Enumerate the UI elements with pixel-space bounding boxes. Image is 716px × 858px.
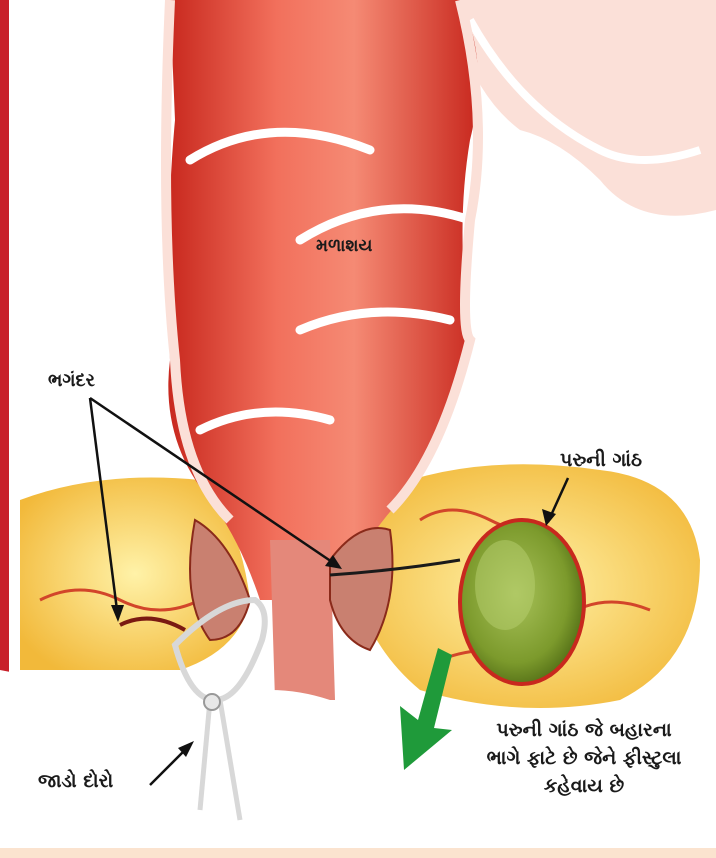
fistula-label: ભગંદર	[48, 370, 95, 391]
description-line-1: પરુની ગાંઠ જે બહારના	[452, 716, 716, 744]
bottom-bar	[0, 848, 716, 858]
seton-thread-label: જાડો દોરો	[38, 770, 113, 792]
seton-knot	[204, 694, 220, 710]
description-line-3: કહેવાય છે	[452, 772, 716, 800]
abscess-highlight	[475, 540, 535, 630]
abscess-label: પરુની ગાંઠ	[560, 449, 642, 471]
fistula-description: પરુની ગાંઠ જે બહારના ભાગે ફાટે છે જેને ફ…	[452, 716, 716, 800]
rectum-label: મળાશય	[316, 236, 372, 256]
description-line-2: ભાગે ફાટે છે જેને ફીસ્ટુલા	[452, 744, 716, 772]
anal-canal	[270, 540, 335, 700]
